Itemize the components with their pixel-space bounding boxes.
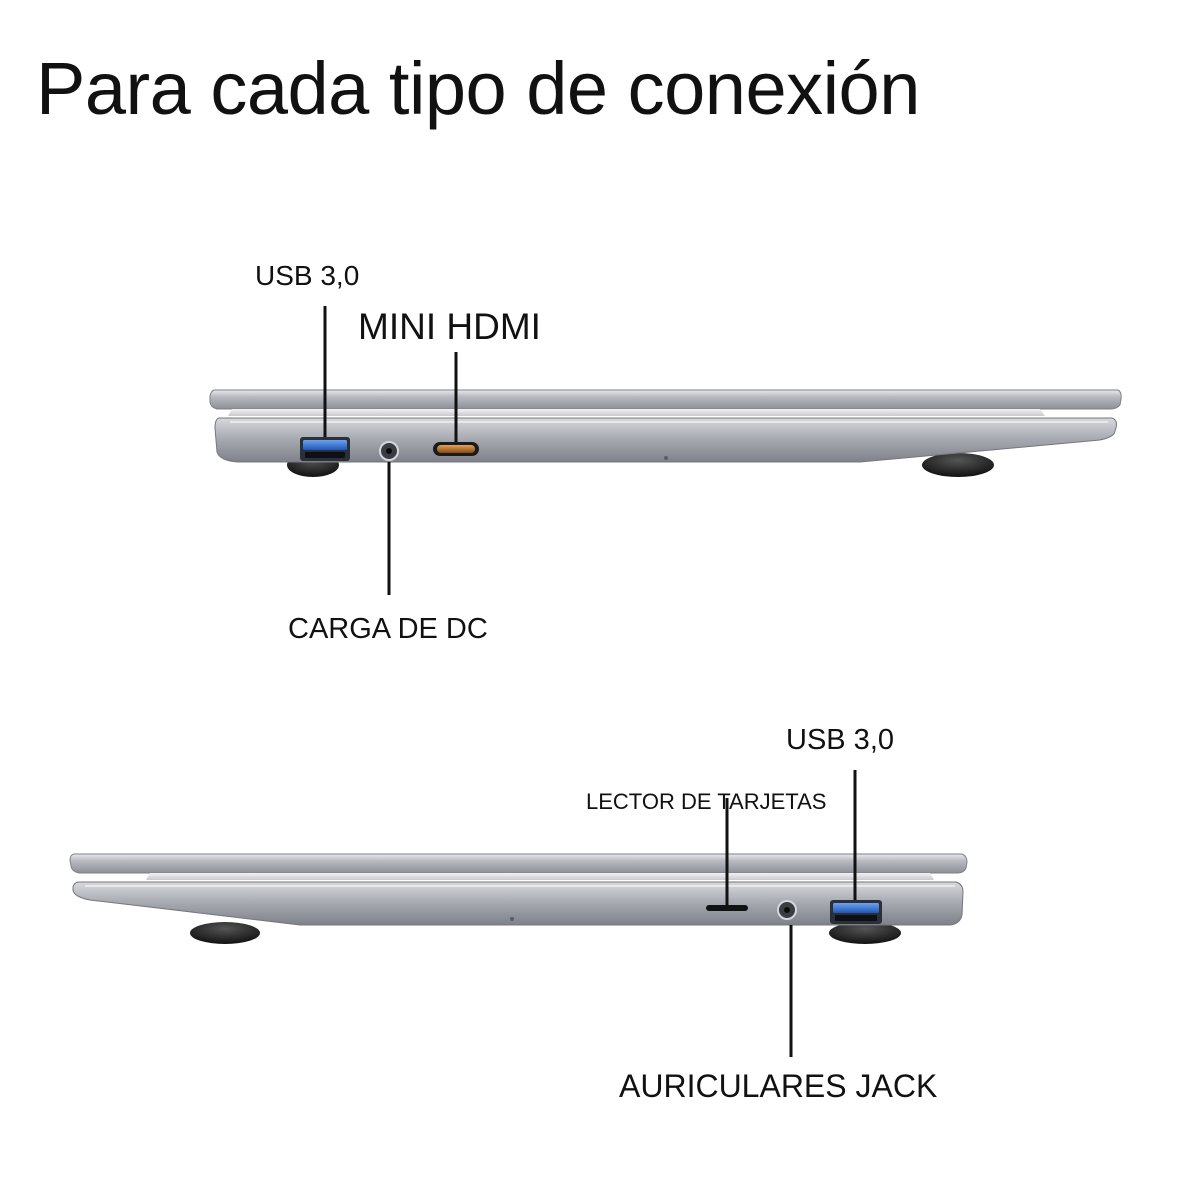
rubber-foot [190, 922, 260, 944]
laptop-lid [209, 389, 1122, 410]
usb-3-label-bottom: USB 3,0 [786, 724, 894, 756]
laptop-lid [69, 853, 968, 874]
page-title: Para cada tipo de conexión [36, 47, 920, 130]
hinge-gap [228, 409, 1045, 416]
laptop-bottom-view [69, 853, 968, 944]
card-reader-label: LECTOR DE TARJETAS [586, 789, 827, 814]
rubber-foot [922, 453, 994, 477]
laptop-base [214, 417, 1117, 463]
laptop-top-view [209, 389, 1122, 477]
headphone-jack-label: AURICULARES JACK [619, 1068, 938, 1104]
dc-charging-label: CARGA DE DC [288, 613, 488, 645]
status-led [510, 917, 514, 921]
mini-hdmi-label: MINI HDMI [358, 306, 541, 347]
laptop-base [72, 881, 964, 926]
card-reader-slot [706, 905, 748, 911]
hinge-gap [146, 873, 934, 880]
usb-3-label-top: USB 3,0 [255, 260, 360, 291]
status-led [664, 456, 668, 460]
rubber-foot [829, 922, 901, 944]
